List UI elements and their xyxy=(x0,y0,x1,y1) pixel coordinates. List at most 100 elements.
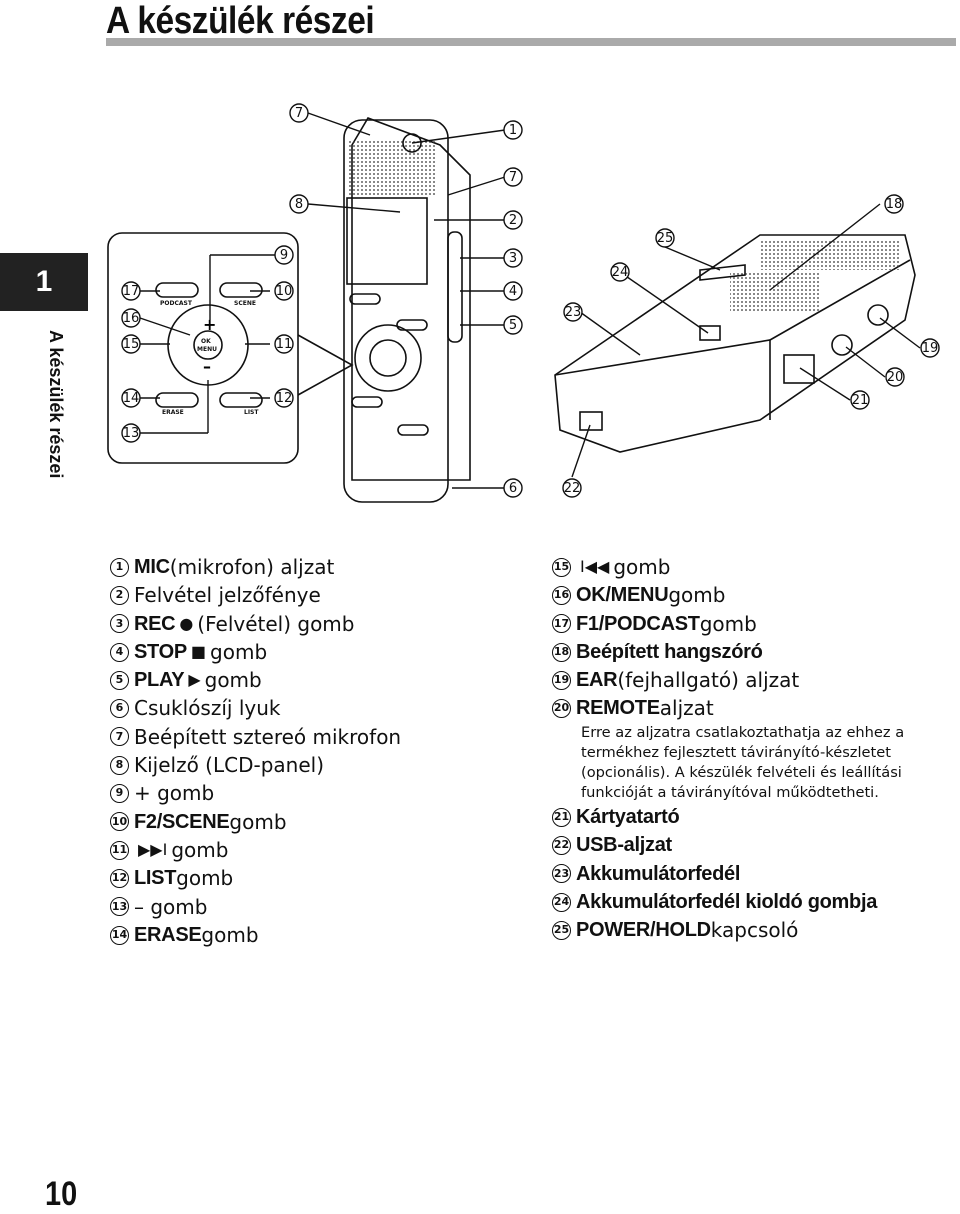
recorder-rear-body xyxy=(554,234,916,453)
panel-ok-label: OK xyxy=(201,338,211,345)
erase-button xyxy=(155,392,199,408)
remote-jack-note: Erre az aljzatra csatlakoztathatja az eh… xyxy=(581,724,905,801)
svg-text:+: + xyxy=(203,315,216,334)
callout-14: 14 xyxy=(121,388,141,408)
button-panel-inset xyxy=(107,232,299,464)
svg-text:9: 9 xyxy=(280,248,288,263)
svg-text:19: 19 xyxy=(922,341,939,356)
callout-3: 3 xyxy=(503,248,523,268)
legend-item: 11▶▶I gomb xyxy=(110,837,229,862)
callout-24: 24 xyxy=(610,262,630,282)
callout-7a: 7 xyxy=(289,103,309,123)
svg-text:–: – xyxy=(203,357,211,376)
title-rule xyxy=(106,38,956,46)
svg-text:12: 12 xyxy=(276,391,293,406)
page-number: 10 xyxy=(45,1175,78,1213)
svg-text:22: 22 xyxy=(564,481,581,496)
callout-19: 19 xyxy=(920,338,940,358)
panel-scene-label: SCENE xyxy=(234,300,256,307)
svg-text:20: 20 xyxy=(887,370,904,385)
svg-text:1: 1 xyxy=(509,123,517,138)
callout-1: 1 xyxy=(503,120,523,140)
remote-jack xyxy=(831,334,853,356)
callout-5: 5 xyxy=(503,315,523,335)
recorder-front-body xyxy=(351,117,471,481)
panel-erase-label: ERASE xyxy=(162,409,184,416)
callout-8: 8 xyxy=(289,194,309,214)
callout-23: 23 xyxy=(563,302,583,322)
list-button xyxy=(219,392,263,408)
svg-text:25: 25 xyxy=(657,231,674,246)
page-title: A készülék részei xyxy=(106,0,375,42)
svg-text:6: 6 xyxy=(509,481,517,496)
card-slot xyxy=(783,354,815,384)
svg-text:10: 10 xyxy=(276,284,293,299)
svg-text:23: 23 xyxy=(565,305,582,320)
f1-podcast-button xyxy=(155,282,199,298)
callout-7b: 7 xyxy=(503,167,523,187)
side-buttons xyxy=(447,231,463,343)
svg-text:3: 3 xyxy=(509,251,517,266)
callout-10: 10 xyxy=(274,281,294,301)
f2-scene-button xyxy=(219,282,263,298)
chapter-tab: 1 xyxy=(0,253,88,311)
speaker-grille xyxy=(730,273,820,313)
callout-6: 6 xyxy=(503,478,523,498)
callout-22: 22 xyxy=(562,478,582,498)
callout-16: 16 xyxy=(121,308,141,328)
callout-2: 2 xyxy=(503,210,523,230)
svg-text:2: 2 xyxy=(509,213,517,228)
callout-13: 13 xyxy=(121,423,141,443)
svg-text:4: 4 xyxy=(509,284,517,299)
legend-item: 9+ gomb xyxy=(110,779,401,807)
mic-grille xyxy=(348,140,436,195)
front-nav-ring xyxy=(354,324,422,392)
svg-text:13: 13 xyxy=(123,426,140,441)
callout-4: 4 xyxy=(503,281,523,301)
callout-11: 11 xyxy=(274,334,294,354)
callout-25: 25 xyxy=(655,228,675,248)
callout-18: 18 xyxy=(884,194,904,214)
panel-list-label: LIST xyxy=(244,409,259,416)
ear-jack xyxy=(867,304,889,326)
svg-text:24: 24 xyxy=(612,265,629,280)
svg-text:15: 15 xyxy=(123,337,140,352)
svg-text:16: 16 xyxy=(123,311,140,326)
callout-12: 12 xyxy=(274,388,294,408)
lcd-display xyxy=(346,197,428,285)
callout-15: 15 xyxy=(121,334,141,354)
svg-text:17: 17 xyxy=(123,284,140,299)
svg-text:5: 5 xyxy=(509,318,517,333)
usb-port xyxy=(579,411,603,431)
callout-20: 20 xyxy=(885,367,905,387)
svg-text:7: 7 xyxy=(295,106,303,121)
callout-9: 9 xyxy=(274,245,294,265)
svg-text:7: 7 xyxy=(509,170,517,185)
battery-release-button xyxy=(699,325,721,341)
device-diagram: PODCAST SCENE ERASE LIST OK MENU + – xyxy=(107,103,940,503)
svg-text:18: 18 xyxy=(886,197,903,212)
callout-17: 17 xyxy=(121,281,141,301)
